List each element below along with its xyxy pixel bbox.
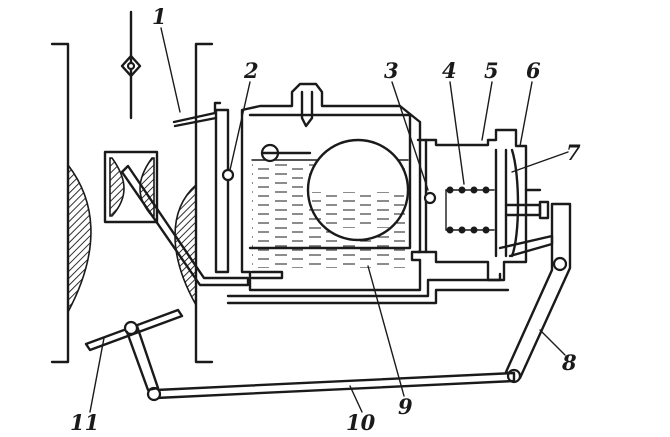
callout-2: 2	[243, 58, 259, 83]
callout-3: 3	[384, 58, 399, 83]
callout-leaders	[89, 27, 569, 413]
float-chamber	[240, 82, 422, 292]
callout-4: 4	[442, 58, 457, 83]
callout-9: 9	[398, 394, 413, 419]
connecting-duct	[226, 272, 502, 298]
callout-11: 11	[70, 410, 99, 435]
arm-3	[416, 138, 437, 254]
right-wall	[194, 42, 214, 364]
diaphragm-housing	[424, 128, 550, 282]
callout-5: 5	[484, 58, 499, 83]
rod-2	[214, 108, 235, 274]
diagonal-link	[120, 164, 250, 287]
callout-1: 1	[152, 4, 167, 29]
right-wall-bulge	[174, 183, 197, 309]
left-wall	[50, 42, 70, 364]
connecting-duct-inner	[226, 288, 510, 305]
lever-1	[172, 101, 222, 128]
callout-7: 7	[566, 140, 581, 165]
lever-8	[498, 202, 572, 384]
callout-10: 10	[346, 410, 376, 435]
lever-11	[84, 308, 184, 392]
callout-8: 8	[561, 350, 577, 375]
callout-6: 6	[526, 58, 541, 83]
rod-10	[146, 371, 516, 402]
top-vane	[120, 10, 142, 120]
left-wall-bulge	[67, 162, 92, 313]
